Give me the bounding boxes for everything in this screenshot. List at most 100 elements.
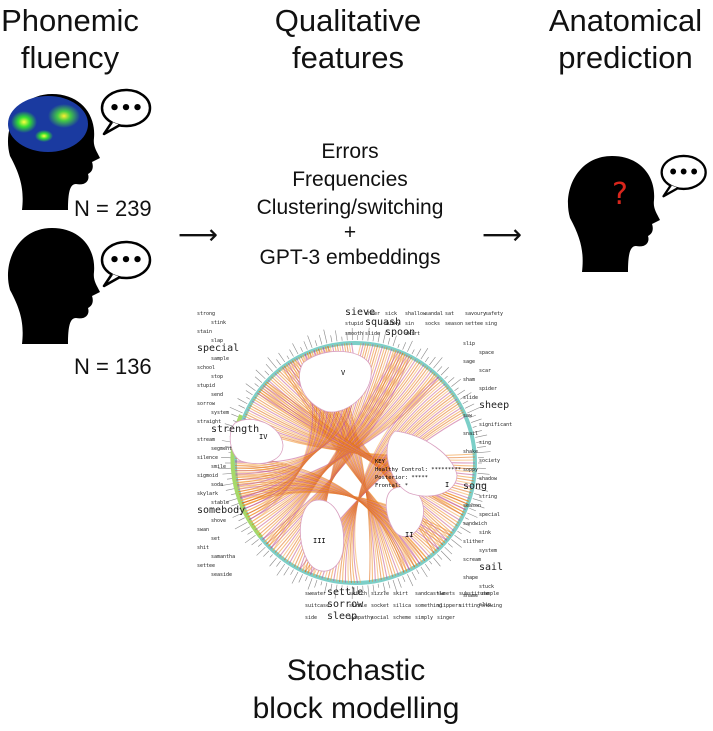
sbm-tick-ring [218, 327, 491, 599]
sbm-tick [392, 335, 397, 347]
sbm-tick [429, 560, 433, 565]
sbm-block-region [299, 499, 345, 572]
sbm-tick [424, 563, 431, 571]
sbm-block-label: I [445, 481, 449, 489]
speech-bubble-icon: ••• [660, 154, 707, 198]
sbm-word: slip [479, 602, 491, 608]
sbm-tick [433, 357, 443, 369]
sbm-word: somebody [197, 505, 245, 516]
sbm-word: sat [445, 311, 454, 317]
sbm-tick [276, 359, 281, 366]
feature-clustering: Clustering/switching [256, 196, 444, 219]
sbm-tick [447, 377, 455, 383]
sbm-chord [338, 387, 449, 583]
patient-head-with-brain-map [7, 94, 100, 210]
sbm-chord [256, 358, 415, 533]
sbm-word: scar [479, 368, 491, 374]
sbm-chord [352, 376, 439, 584]
sbm-block-label: V [341, 369, 346, 377]
sbm-word: silica [393, 603, 411, 609]
sbm-word: special [197, 343, 239, 354]
sbm-word: sulky [385, 321, 400, 327]
sbm-word: system [211, 410, 229, 416]
sbm-word: set [211, 536, 220, 542]
sbm-tick [377, 583, 380, 588]
sbm-word: sham [463, 377, 475, 383]
sbm-tick [402, 576, 406, 583]
sbm-tick [367, 327, 370, 341]
sbm-tick [222, 472, 233, 475]
sbm-word: squash [365, 317, 401, 328]
sbm-chord [341, 385, 448, 583]
sbm-tick [462, 400, 469, 405]
sbm-tick [264, 370, 270, 376]
svg-text:•••: ••• [109, 98, 144, 119]
sbm-tick [447, 543, 453, 548]
sbm-tick [225, 488, 235, 491]
sbm-word: skirt [405, 331, 420, 337]
sbm-tick [255, 369, 266, 380]
sbm-tick [420, 566, 428, 578]
speech-bubble-icon: ••• [100, 240, 152, 288]
sbm-tick [457, 530, 462, 535]
sbm-word: socket [371, 603, 389, 609]
sbm-tick [433, 557, 441, 567]
sbm-key-line2: Posterior: ***** [375, 475, 428, 481]
sbm-tick [300, 347, 303, 352]
sbm-word: sing [479, 440, 491, 446]
left-arrow-icon: ⟶ [178, 219, 219, 250]
sbm-tick [471, 503, 485, 509]
sbm-chord [349, 379, 443, 584]
sbm-word: samantha [211, 554, 235, 560]
sbm-tick [460, 526, 471, 534]
sbm-tick [263, 550, 270, 557]
sbm-tick [362, 331, 364, 341]
sbm-tick [476, 446, 486, 448]
sbm-tick [231, 503, 239, 507]
sbm-tick [457, 389, 466, 396]
sbm-chord [268, 351, 402, 547]
sbm-word: safety [485, 311, 503, 317]
sbm-word: stream [197, 437, 215, 443]
sbm-word: stain [197, 329, 212, 335]
sbm-chord [272, 350, 397, 551]
sbm-tick [471, 418, 482, 423]
sbm-tick [424, 356, 429, 363]
sbm-tick [330, 335, 333, 343]
sbm-tick [377, 332, 381, 343]
sbm-tick [407, 574, 414, 587]
sbm-word: season [463, 503, 481, 509]
sbm-tick [247, 530, 253, 535]
sbm-tick [467, 512, 478, 518]
sbm-tick [314, 579, 318, 588]
group-2-count: N = 136 [74, 354, 152, 379]
prediction-head-icon: ? [567, 156, 660, 272]
sbm-tick [305, 576, 308, 582]
sbm-word: simply [415, 615, 433, 621]
sbm-word: scheme [393, 615, 411, 621]
sbm-chord [344, 383, 446, 583]
sbm-tick [476, 441, 482, 443]
sbm-tick [382, 582, 386, 594]
sbm-tick [402, 342, 407, 350]
sbm-block-label: II [405, 531, 413, 539]
sbm-tick [236, 508, 241, 511]
sbm-tick [477, 451, 491, 454]
svg-text:•••: ••• [668, 163, 700, 182]
sbm-word: song [463, 481, 487, 492]
feature-errors: Errors [321, 140, 379, 163]
sbm-tick [462, 521, 470, 527]
sbm-tick [476, 478, 483, 480]
sbm-word: stupid [345, 321, 363, 327]
sbm-word: slide [463, 395, 478, 401]
sbm-word: snail [463, 431, 478, 437]
sbm-word: school [197, 365, 215, 371]
sbm-tick [218, 467, 233, 470]
sbm-tick [387, 337, 391, 345]
feature-frequencies: Frequencies [292, 168, 408, 191]
sbm-word: smooth [345, 331, 363, 337]
patient-head-icon [7, 228, 100, 344]
speech-bubble-icon: ••• [100, 88, 152, 136]
sbm-tick [474, 493, 481, 496]
